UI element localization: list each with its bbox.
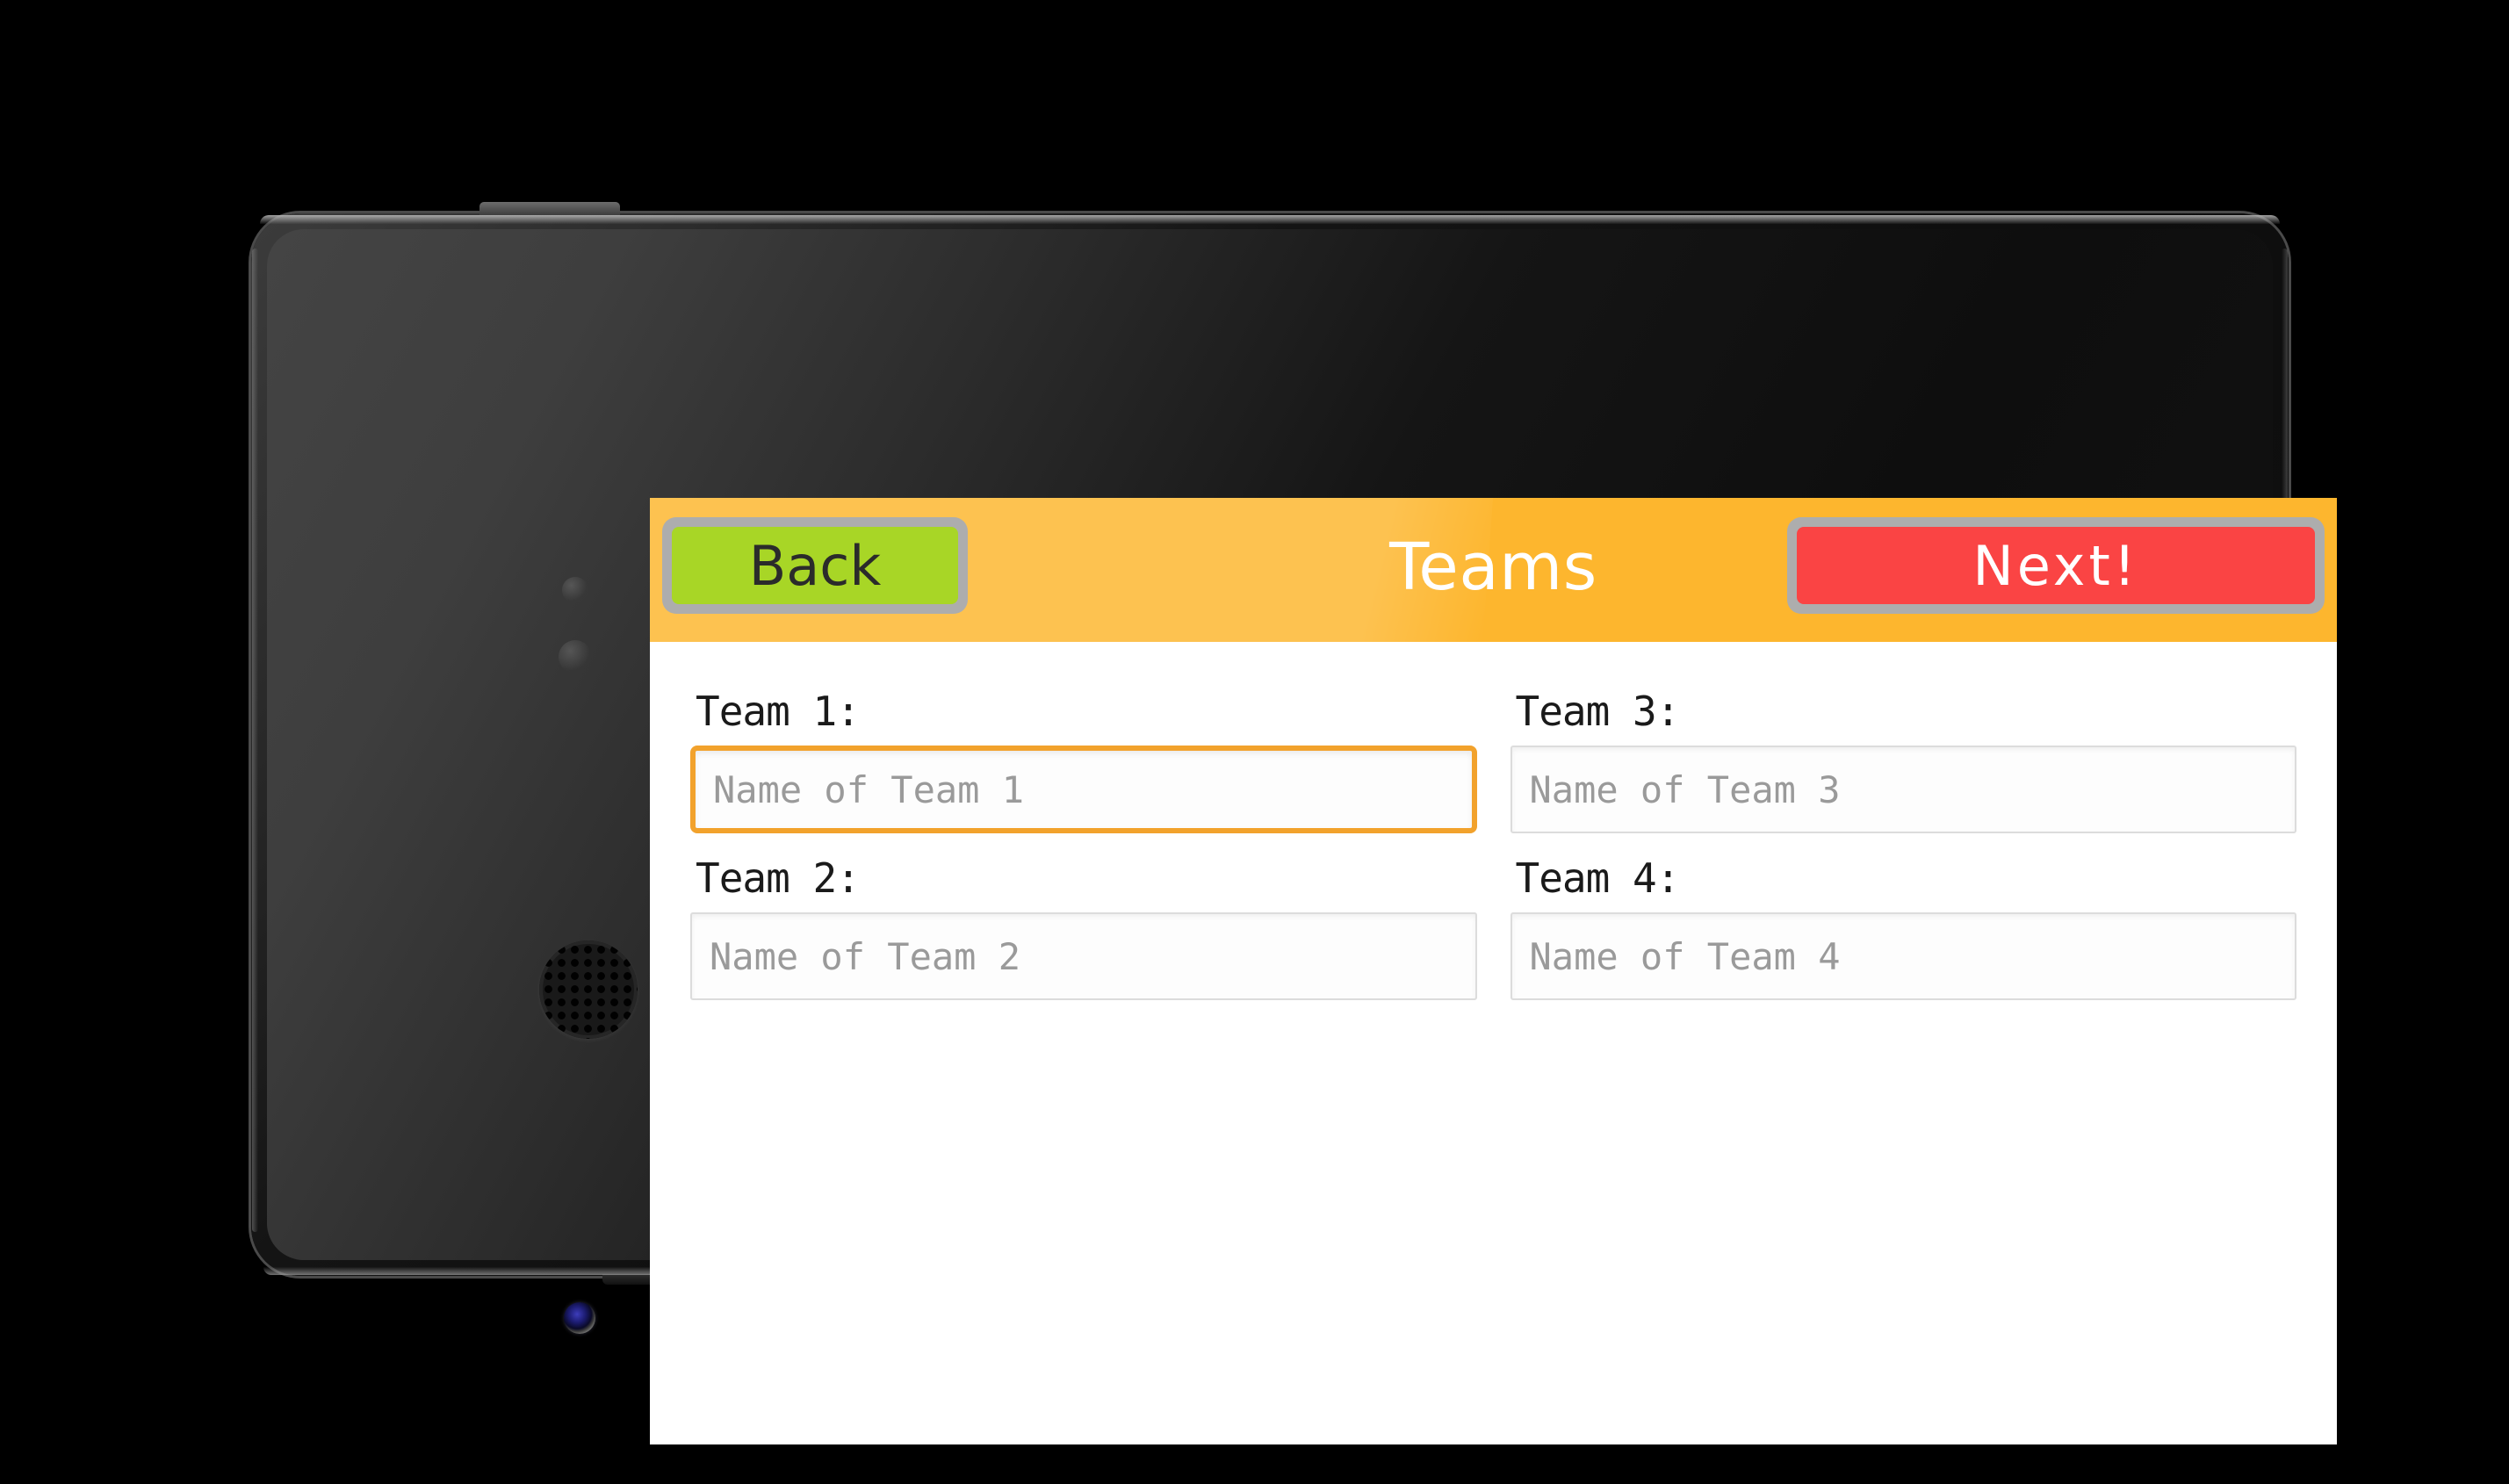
next-button[interactable]: Next! [1787,517,2325,614]
ambient-light-sensor-icon [559,640,592,674]
next-button-label: Next! [1797,527,2315,604]
teams-form-grid: Team 1: Team 3: Team 2: [690,688,2296,1000]
back-button-label: Back [672,527,958,604]
label-team-3: Team 3: [1515,688,1681,735]
phone-device: Teams Back Next! Team 1: [251,202,2337,1444]
device-rim-top [260,215,2280,224]
field-group-team-2: Team 2: [690,854,1477,1000]
input-team-3[interactable] [1510,746,2296,833]
field-group-team-1: Team 1: [690,688,1477,833]
speaker-mesh [539,940,638,1039]
input-team-1[interactable] [690,746,1477,833]
app-header: Teams Back Next! [650,498,2337,642]
front-camera-icon [564,1302,595,1334]
power-button[interactable] [479,202,620,216]
phone-screen: Teams Back Next! Team 1: [650,498,2337,1444]
device-bezel: Teams Back Next! Team 1: [267,229,2337,1444]
back-button[interactable]: Back [662,517,968,614]
field-group-team-4: Team 4: [1510,854,2296,1000]
teams-form: Team 1: Team 3: Team 2: [650,642,2337,1000]
speaker-grille-icon [539,940,638,1039]
input-team-2[interactable] [690,912,1477,1000]
page-title: Teams [1389,529,1597,605]
label-team-4: Team 4: [1515,854,1681,902]
label-team-1: Team 1: [696,688,861,735]
proximity-sensor-icon [562,577,588,603]
label-team-2: Team 2: [696,854,861,902]
device-rim-left [252,249,258,1232]
input-team-4[interactable] [1510,912,2296,1000]
field-group-team-3: Team 3: [1510,688,2296,833]
